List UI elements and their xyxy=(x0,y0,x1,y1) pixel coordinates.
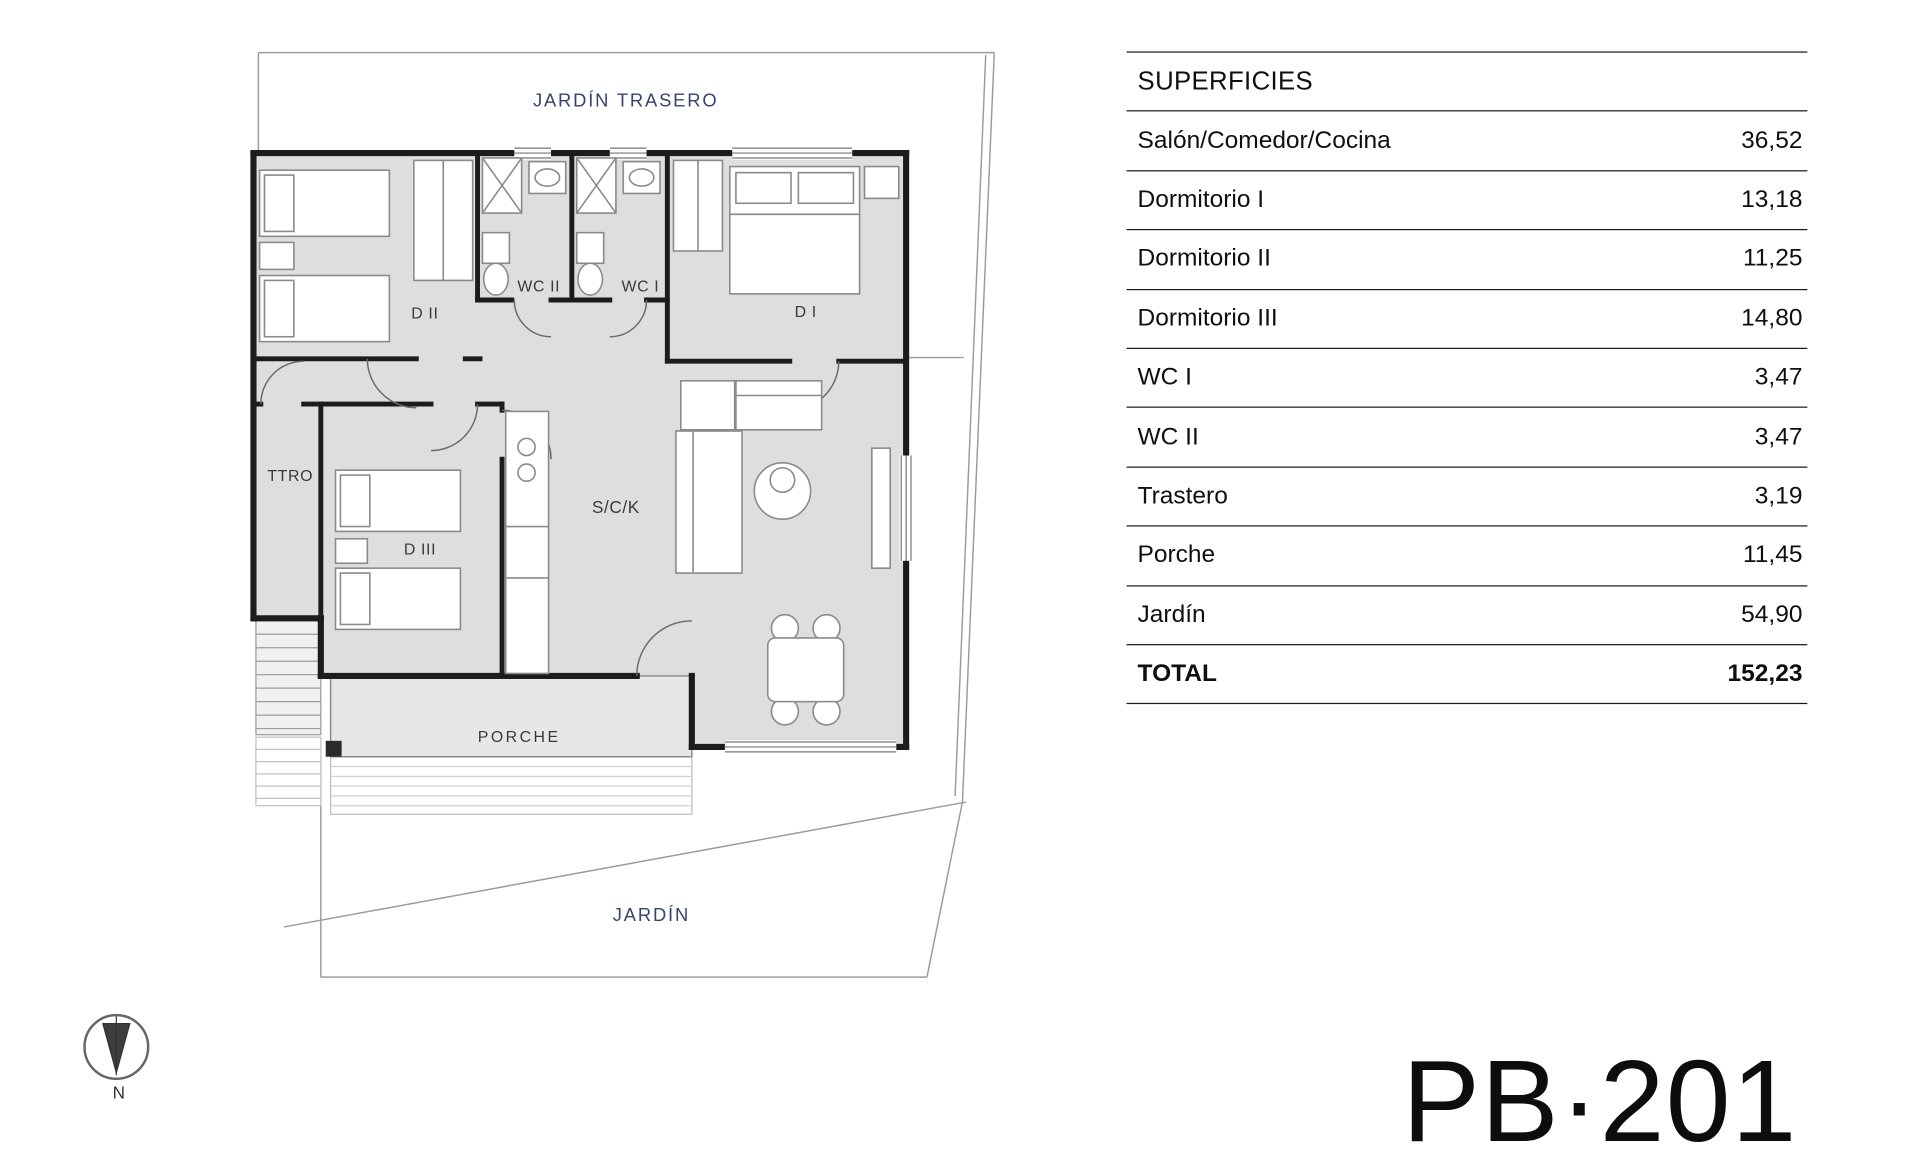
row-label: Dormitorio I xyxy=(1137,186,1265,214)
row-value: 3,47 xyxy=(1754,423,1803,451)
row-label: Jardín xyxy=(1137,600,1206,628)
windows xyxy=(514,146,913,754)
row-label: WC I xyxy=(1137,363,1192,391)
label-living: S/C/K xyxy=(592,497,640,517)
row-value: 11,25 xyxy=(1742,245,1803,273)
row-value: 14,80 xyxy=(1741,304,1803,332)
floor-plan: JARDÍN TRASERO D II WC II WC I D I TTRO … xyxy=(83,51,996,1102)
row-value: 3,19 xyxy=(1754,482,1803,510)
row-label: Porche xyxy=(1137,541,1216,569)
row-label: Trastero xyxy=(1137,482,1228,510)
table-row: Dormitorio I 13,18 xyxy=(1126,169,1808,229)
stairs xyxy=(255,620,322,807)
table-row: Trastero 3,19 xyxy=(1126,466,1808,525)
row-label: WC II xyxy=(1137,423,1199,451)
surfaces-title: SUPERFICIES xyxy=(1137,66,1314,96)
table-row: WC I 3,47 xyxy=(1126,347,1808,407)
room-labels: JARDÍN TRASERO D II WC II WC I D I TTRO … xyxy=(267,90,816,925)
table-row: Dormitorio III 14,80 xyxy=(1126,288,1808,347)
label-porch: PORCHE xyxy=(478,729,561,746)
total-value: 152,23 xyxy=(1727,660,1803,688)
north-compass-icon: N xyxy=(83,1013,150,1102)
row-value: 11,45 xyxy=(1742,541,1803,569)
table-total-row: TOTAL 152,23 xyxy=(1126,643,1808,705)
label-north: N xyxy=(113,1082,125,1102)
label-storage: TTRO xyxy=(267,468,313,485)
plot-boundary xyxy=(257,51,996,978)
surfaces-table: SUPERFICIES Salón/Comedor/Cocina 36,52 D… xyxy=(1126,51,1808,705)
row-value: 3,47 xyxy=(1754,363,1803,391)
interior-walls xyxy=(251,150,909,679)
label-wc2: WC II xyxy=(517,278,560,295)
table-row: Dormitorio II 11,25 xyxy=(1126,229,1808,288)
table-row: Porche 11,45 xyxy=(1126,525,1808,584)
row-label: Dormitorio II xyxy=(1137,245,1271,273)
plan-code: PB·201 xyxy=(1402,1037,1798,1167)
label-bedroom3: D III xyxy=(404,542,436,559)
row-label: Salón/Comedor/Cocina xyxy=(1137,126,1391,154)
furniture xyxy=(258,157,900,726)
table-row: Salón/Comedor/Cocina 36,52 xyxy=(1126,110,1808,170)
table-row: Jardín 54,90 xyxy=(1126,584,1808,644)
table-row: WC II 3,47 xyxy=(1126,406,1808,466)
row-value: 13,18 xyxy=(1741,186,1803,214)
label-back-garden: JARDÍN TRASERO xyxy=(533,90,719,111)
row-value: 36,52 xyxy=(1741,126,1803,154)
label-bedroom1: D I xyxy=(795,304,817,321)
label-wc1: WC I xyxy=(622,278,660,295)
total-label: TOTAL xyxy=(1137,660,1217,688)
porch-decking xyxy=(330,756,693,815)
row-label: Dormitorio III xyxy=(1137,304,1278,332)
table-header: SUPERFICIES xyxy=(1126,51,1808,110)
row-value: 54,90 xyxy=(1741,600,1803,628)
label-bedroom2: D II xyxy=(411,305,438,322)
label-garden: JARDÍN xyxy=(613,904,690,925)
page: JARDÍN TRASERO D II WC II WC I D I TTRO … xyxy=(83,51,1808,1161)
